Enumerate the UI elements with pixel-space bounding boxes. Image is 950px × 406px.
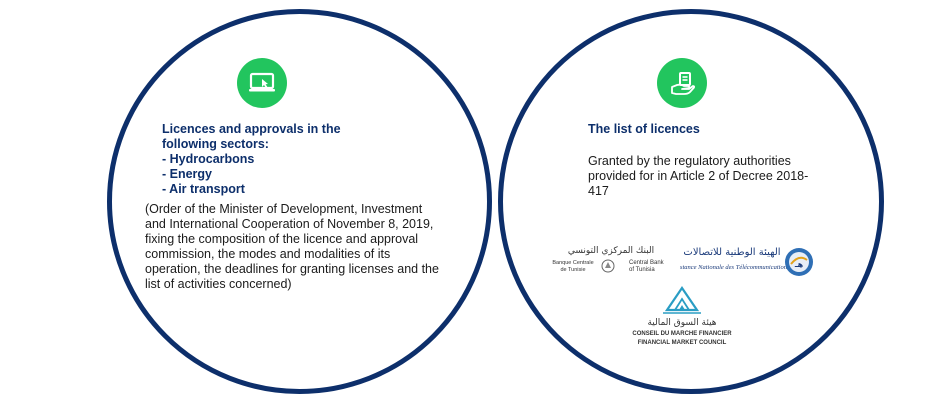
financial-market-council-logo: هيئة السوق المالية CONSEIL DU MARCHE FIN… bbox=[623, 284, 741, 348]
svg-text:of Tunisia: of Tunisia bbox=[629, 267, 655, 273]
svg-text:de Tunisie: de Tunisie bbox=[560, 267, 585, 273]
heading-line: Licences and approvals in the bbox=[162, 122, 341, 136]
heading-line: - Energy bbox=[162, 167, 213, 181]
right-card-heading: The list of licences bbox=[588, 122, 700, 136]
telecom-authority-logo: الهيئة الوطنية للاتصالات Instance Nation… bbox=[674, 242, 814, 282]
central-bank-tunisia-logo: البنك المركزي التونسي Banque Centrale de… bbox=[545, 242, 677, 282]
svg-text:Central Bank: Central Bank bbox=[629, 260, 665, 266]
left-card-body: (Order of the Minister of Development, I… bbox=[145, 202, 439, 291]
hand-document-icon bbox=[657, 58, 707, 108]
left-card-circle bbox=[107, 9, 492, 394]
svg-text:البنك المركزي التونسي: البنك المركزي التونسي bbox=[568, 246, 654, 256]
svg-text:الهيئة الوطنية للاتصالات: الهيئة الوطنية للاتصالات bbox=[683, 247, 780, 258]
svg-text:Instance Nationale des Télécom: Instance Nationale des Télécommunication… bbox=[680, 264, 790, 271]
laptop-cursor-icon bbox=[237, 58, 287, 108]
heading-line: following sectors: bbox=[162, 137, 269, 151]
heading-line: - Hydrocarbons bbox=[162, 152, 255, 166]
svg-text:Banque Centrale: Banque Centrale bbox=[552, 260, 593, 266]
heading-line: - Air transport bbox=[162, 182, 245, 196]
svg-text:CONSEIL DU MARCHE FINANCIER: CONSEIL DU MARCHE FINANCIER bbox=[632, 331, 732, 337]
right-card-body: Granted by the regulatory authorities pr… bbox=[588, 154, 809, 198]
svg-text:هـ: هـ bbox=[794, 260, 804, 269]
left-card-heading: Licences and approvals in the following … bbox=[162, 122, 382, 197]
svg-text:هيئة السوق المالية: هيئة السوق المالية bbox=[647, 318, 716, 328]
svg-text:FINANCIAL MARKET COUNCIL: FINANCIAL MARKET COUNCIL bbox=[638, 340, 727, 346]
